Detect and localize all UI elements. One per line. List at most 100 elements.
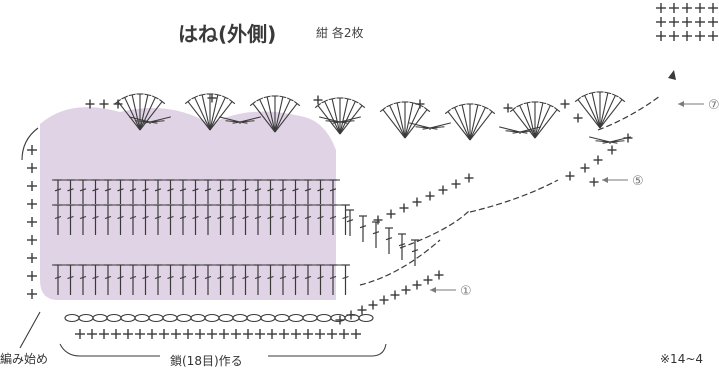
shell-fan <box>324 101 341 135</box>
chain-curve <box>399 209 471 249</box>
top-fan-stitch <box>149 121 158 124</box>
body-treble-stitch <box>192 275 199 280</box>
shell-fan <box>358 102 366 109</box>
top-fan-stitch <box>149 120 165 123</box>
body-treble-stitch <box>92 215 99 220</box>
top-fan-stitch <box>519 131 528 134</box>
shell-fan <box>409 101 417 105</box>
top-fan-stitch <box>239 116 261 123</box>
top-fan-stitch <box>129 116 151 123</box>
base-chain-link <box>134 313 150 323</box>
top-fan-stitch <box>609 141 618 144</box>
body-treble-stitch <box>179 215 187 220</box>
shell-fan <box>539 101 547 105</box>
top-fan-stitch <box>149 116 171 123</box>
shell-fan <box>534 105 551 139</box>
row-marker-arrowhead <box>430 287 436 293</box>
shell-fan <box>396 102 406 139</box>
row-marker-arrowhead <box>678 101 684 107</box>
top-fan-stitch <box>319 116 341 123</box>
body-treble-stitch <box>267 188 274 192</box>
base-chain-link <box>218 313 234 323</box>
top-fan-stitch <box>339 116 361 123</box>
shell-fan <box>331 98 341 135</box>
shell-fan <box>599 99 623 129</box>
shell-fan <box>184 98 192 105</box>
body-treble-stitch <box>142 188 149 192</box>
shell-fan <box>454 107 471 141</box>
shaded-area <box>40 107 336 300</box>
shell-fan <box>591 92 601 129</box>
shell-fan <box>228 98 236 105</box>
shell-fan <box>577 99 601 129</box>
shell-fan <box>214 93 222 97</box>
body-treble-stitch <box>254 188 262 192</box>
body-treble-stitch <box>179 188 187 192</box>
shell-fan <box>588 91 596 95</box>
shell-fan <box>351 99 359 104</box>
narrowing-treble <box>411 249 419 253</box>
body-treble-stitch <box>304 188 312 192</box>
base-chain-link <box>316 313 332 323</box>
body-treble-stitch <box>142 215 149 220</box>
body-treble-stitch <box>242 275 249 280</box>
shell-fan <box>553 106 561 113</box>
chain-bracket <box>59 343 387 357</box>
body-treble-stitch <box>304 275 312 280</box>
top-fan-stitch <box>499 126 521 133</box>
base-chain-link <box>92 313 108 323</box>
body-treble-stitch <box>117 188 124 192</box>
body-treble-stitch <box>317 215 324 220</box>
base-chain-link <box>358 313 374 323</box>
top-fan-stitch <box>339 121 348 124</box>
base-chain-link <box>162 313 178 323</box>
shell-fan <box>139 101 163 131</box>
chain-curve <box>597 95 661 131</box>
top-fan-stitch <box>239 121 248 124</box>
shell-fan <box>139 97 156 131</box>
shell-fan <box>393 101 401 105</box>
chain-label: 鎖(18目)作る <box>170 354 243 368</box>
body-treble-stitch <box>267 275 274 280</box>
body-treble-stitch <box>67 215 74 220</box>
shell-fan <box>279 95 287 99</box>
shell-fan <box>509 106 517 113</box>
top-fan-stitch <box>409 122 431 129</box>
chart-title: はね(外側) <box>178 22 277 46</box>
body-treble-stitch <box>279 188 287 192</box>
body-treble-stitch <box>217 215 224 220</box>
shell-fan <box>209 94 219 131</box>
shell-fan <box>469 107 486 141</box>
narrowing-treble <box>346 219 354 223</box>
base-chain-link <box>120 313 136 323</box>
base-chain-link <box>106 313 122 323</box>
turn-arrow <box>21 127 39 161</box>
shell-fan <box>469 111 493 141</box>
body-treble-stitch <box>154 275 162 280</box>
shell-fan <box>339 101 356 135</box>
body-treble-stitch <box>104 188 112 192</box>
body-treble-stitch <box>317 275 324 280</box>
shell-fan <box>444 108 452 115</box>
top-fan-stitch <box>519 130 535 133</box>
narrowing-treble <box>398 243 406 247</box>
body-treble-stitch <box>154 188 162 192</box>
shell-fan <box>249 100 257 107</box>
body-treble-stitch <box>292 188 299 192</box>
body-treble-stitch <box>292 215 299 220</box>
body-treble-stitch <box>192 188 199 192</box>
shell-fan <box>581 93 589 98</box>
body-treble-stitch <box>104 215 112 220</box>
start-label: 編み始め <box>0 352 49 366</box>
shell-fan <box>274 103 298 133</box>
shell-fan <box>344 97 352 101</box>
shell-fan <box>209 97 226 131</box>
body-treble-stitch <box>54 215 62 220</box>
shell-fan <box>546 103 554 108</box>
body-treble-stitch <box>167 215 174 220</box>
top-fan-stitch <box>339 120 355 123</box>
shell-fan <box>574 96 582 103</box>
body-treble-stitch <box>167 188 174 192</box>
shell-fan <box>512 109 536 139</box>
